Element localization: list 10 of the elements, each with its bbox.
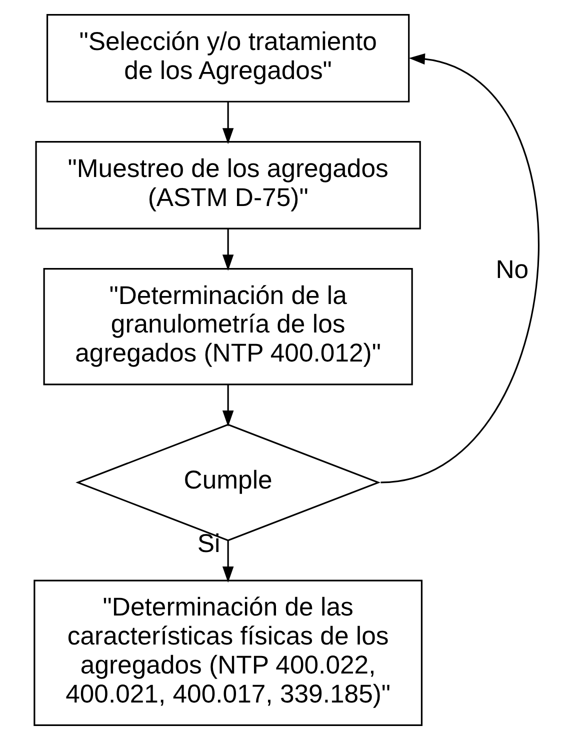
node-box: "Determinación de la granulometría de los agregados (NTP 400.012)" bbox=[43, 268, 413, 386]
arrow bbox=[222, 384, 234, 427]
arrow bbox=[222, 229, 234, 271]
node-box: "Muestreo de los agregados (ASTM D-75)" bbox=[35, 141, 421, 230]
node-box: "Determinación de las características físicas de los agregados (NTP 400.022, 400.021, 400.017, 339.185)" bbox=[34, 580, 423, 726]
arrow bbox=[222, 102, 234, 144]
arrow bbox=[222, 540, 234, 583]
node-box: "Selección y/o tratamiento de los Agregados" bbox=[46, 14, 410, 102]
arrow bbox=[380, 53, 539, 484]
edge-label: No bbox=[496, 256, 529, 284]
